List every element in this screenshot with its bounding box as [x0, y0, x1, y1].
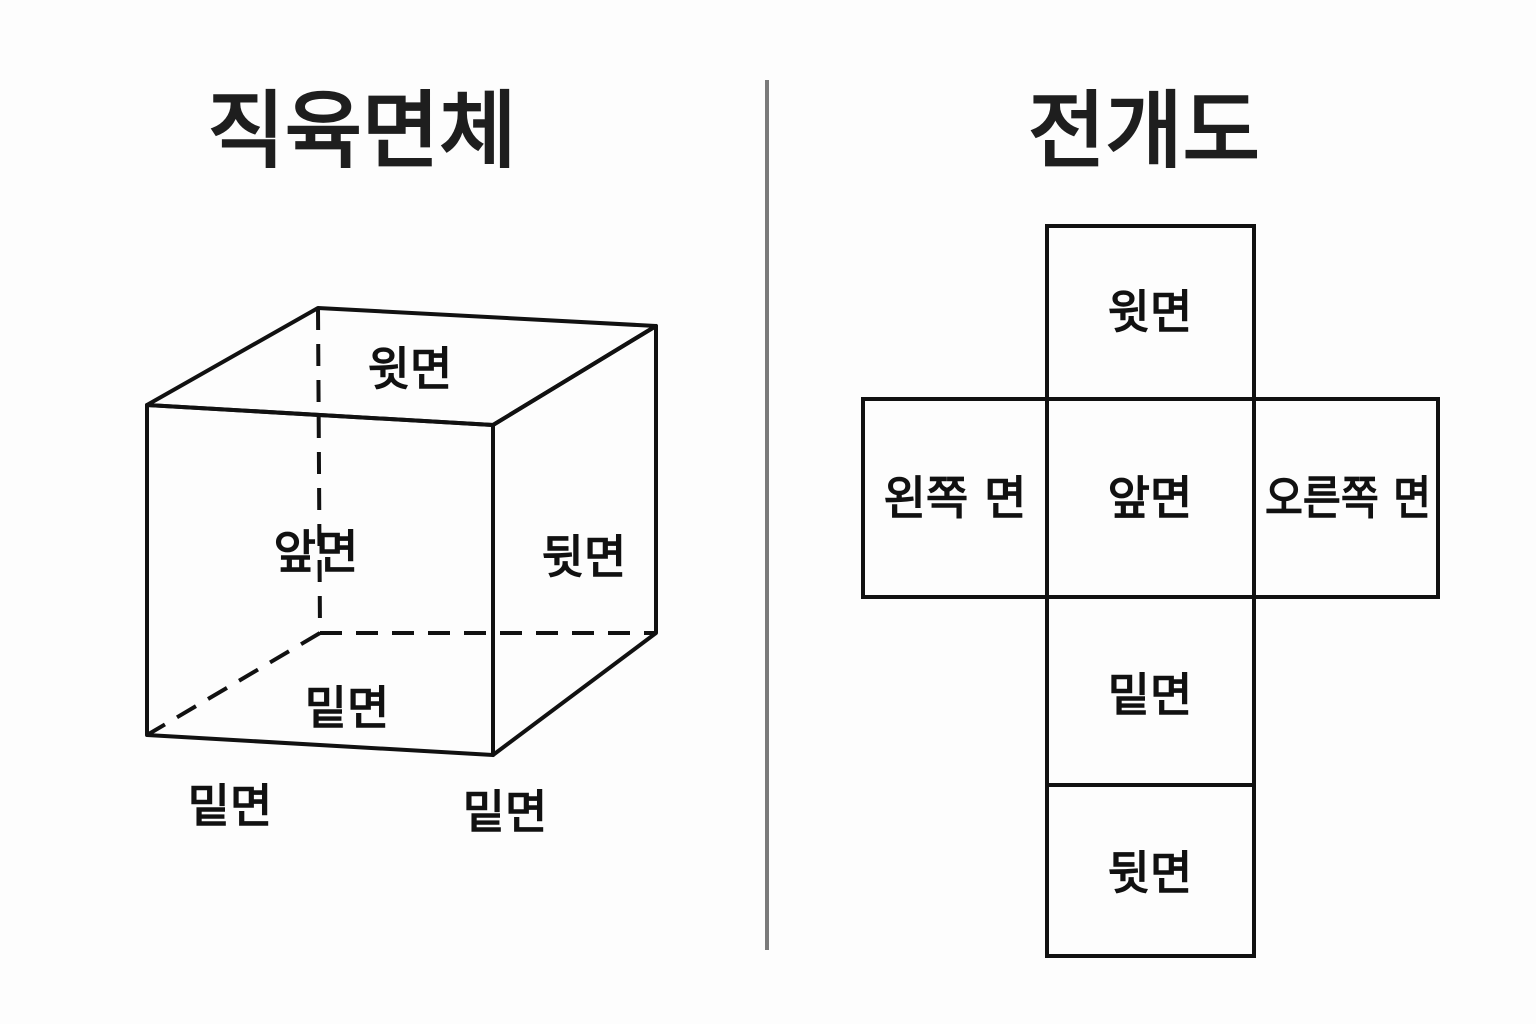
hidden-vertical-edge [316, 307, 322, 634]
cuboid-label-right: 뒷면 [542, 530, 627, 584]
net-face-left [861, 397, 1049, 599]
cuboid-right-face [491, 324, 658, 757]
cuboid-label-below-right: 밑면 [463, 785, 548, 839]
net-label-bottom: 밑면 [1108, 668, 1193, 722]
net-label-back: 뒷면 [1108, 846, 1193, 900]
net-label-right: 오른쪽 면 [1265, 471, 1431, 525]
net-figure [861, 224, 1440, 958]
cuboid-label-below-left: 밑면 [188, 779, 273, 833]
net-label-left: 왼쪽 면 [884, 471, 1027, 525]
net-face-bottom [1045, 595, 1256, 787]
hidden-bottom-left-edge [145, 631, 322, 737]
net-label-top: 윗면 [1108, 285, 1193, 339]
net-face-top [1045, 224, 1256, 401]
cuboid-label-front: 앞면 [274, 525, 359, 579]
net-face-right [1252, 397, 1440, 599]
cuboid-figure [145, 306, 658, 757]
net-title: 전개도 [1028, 82, 1260, 180]
cuboid-label-top: 윗면 [368, 342, 453, 396]
cuboid-label-inner-bottom: 밑면 [305, 681, 390, 735]
cuboid-title: 직육면체 [207, 82, 516, 180]
net-label-center: 앞면 [1108, 471, 1193, 525]
net-face-back [1045, 783, 1256, 958]
